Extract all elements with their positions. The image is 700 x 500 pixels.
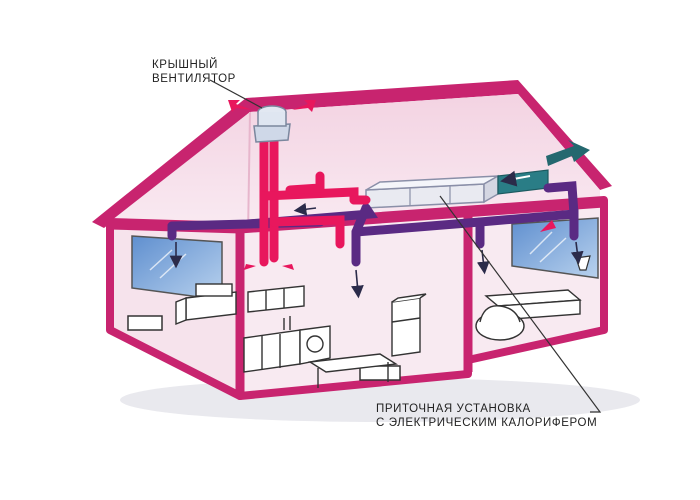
- exhaust-arrows: [228, 100, 556, 270]
- bed-right: [484, 289, 582, 321]
- leader-line-fan: [209, 79, 263, 109]
- roof-fan: [253, 105, 291, 143]
- radiator-left: [127, 315, 163, 331]
- supply-unit: [365, 174, 499, 209]
- roof-fan-label-line2: ВЕНТИЛЯТОР: [152, 73, 236, 85]
- bed-left: [175, 283, 237, 326]
- dining-table: [307, 353, 399, 388]
- roof-outline: [92, 80, 612, 228]
- roof-fan-label-line1: КРЫШНЫЙ: [152, 59, 219, 71]
- roof-fan-label: КРЫШНЫЙ ВЕНТИЛЯТОР: [152, 58, 236, 86]
- exhaust-ducts: [259, 123, 371, 267]
- armchair: [475, 305, 525, 341]
- attic-back-edge: [247, 111, 251, 237]
- leader-line-unit: [439, 195, 602, 413]
- supply-unit-label-line1: ПРИТОЧНАЯ УСТАНОВКА: [376, 403, 531, 415]
- supply-unit-label: ПРИТОЧНАЯ УСТАНОВКА С ЭЛЕКТРИЧЕСКИМ КАЛО…: [376, 402, 597, 430]
- fridge: [391, 293, 427, 357]
- floor-slab: [109, 200, 605, 234]
- supply-unit-label-line2: С ЭЛЕКТРИЧЕСКИМ КАЛОРИФЕРОМ: [376, 417, 598, 429]
- kitchen-cabinets: [243, 285, 331, 373]
